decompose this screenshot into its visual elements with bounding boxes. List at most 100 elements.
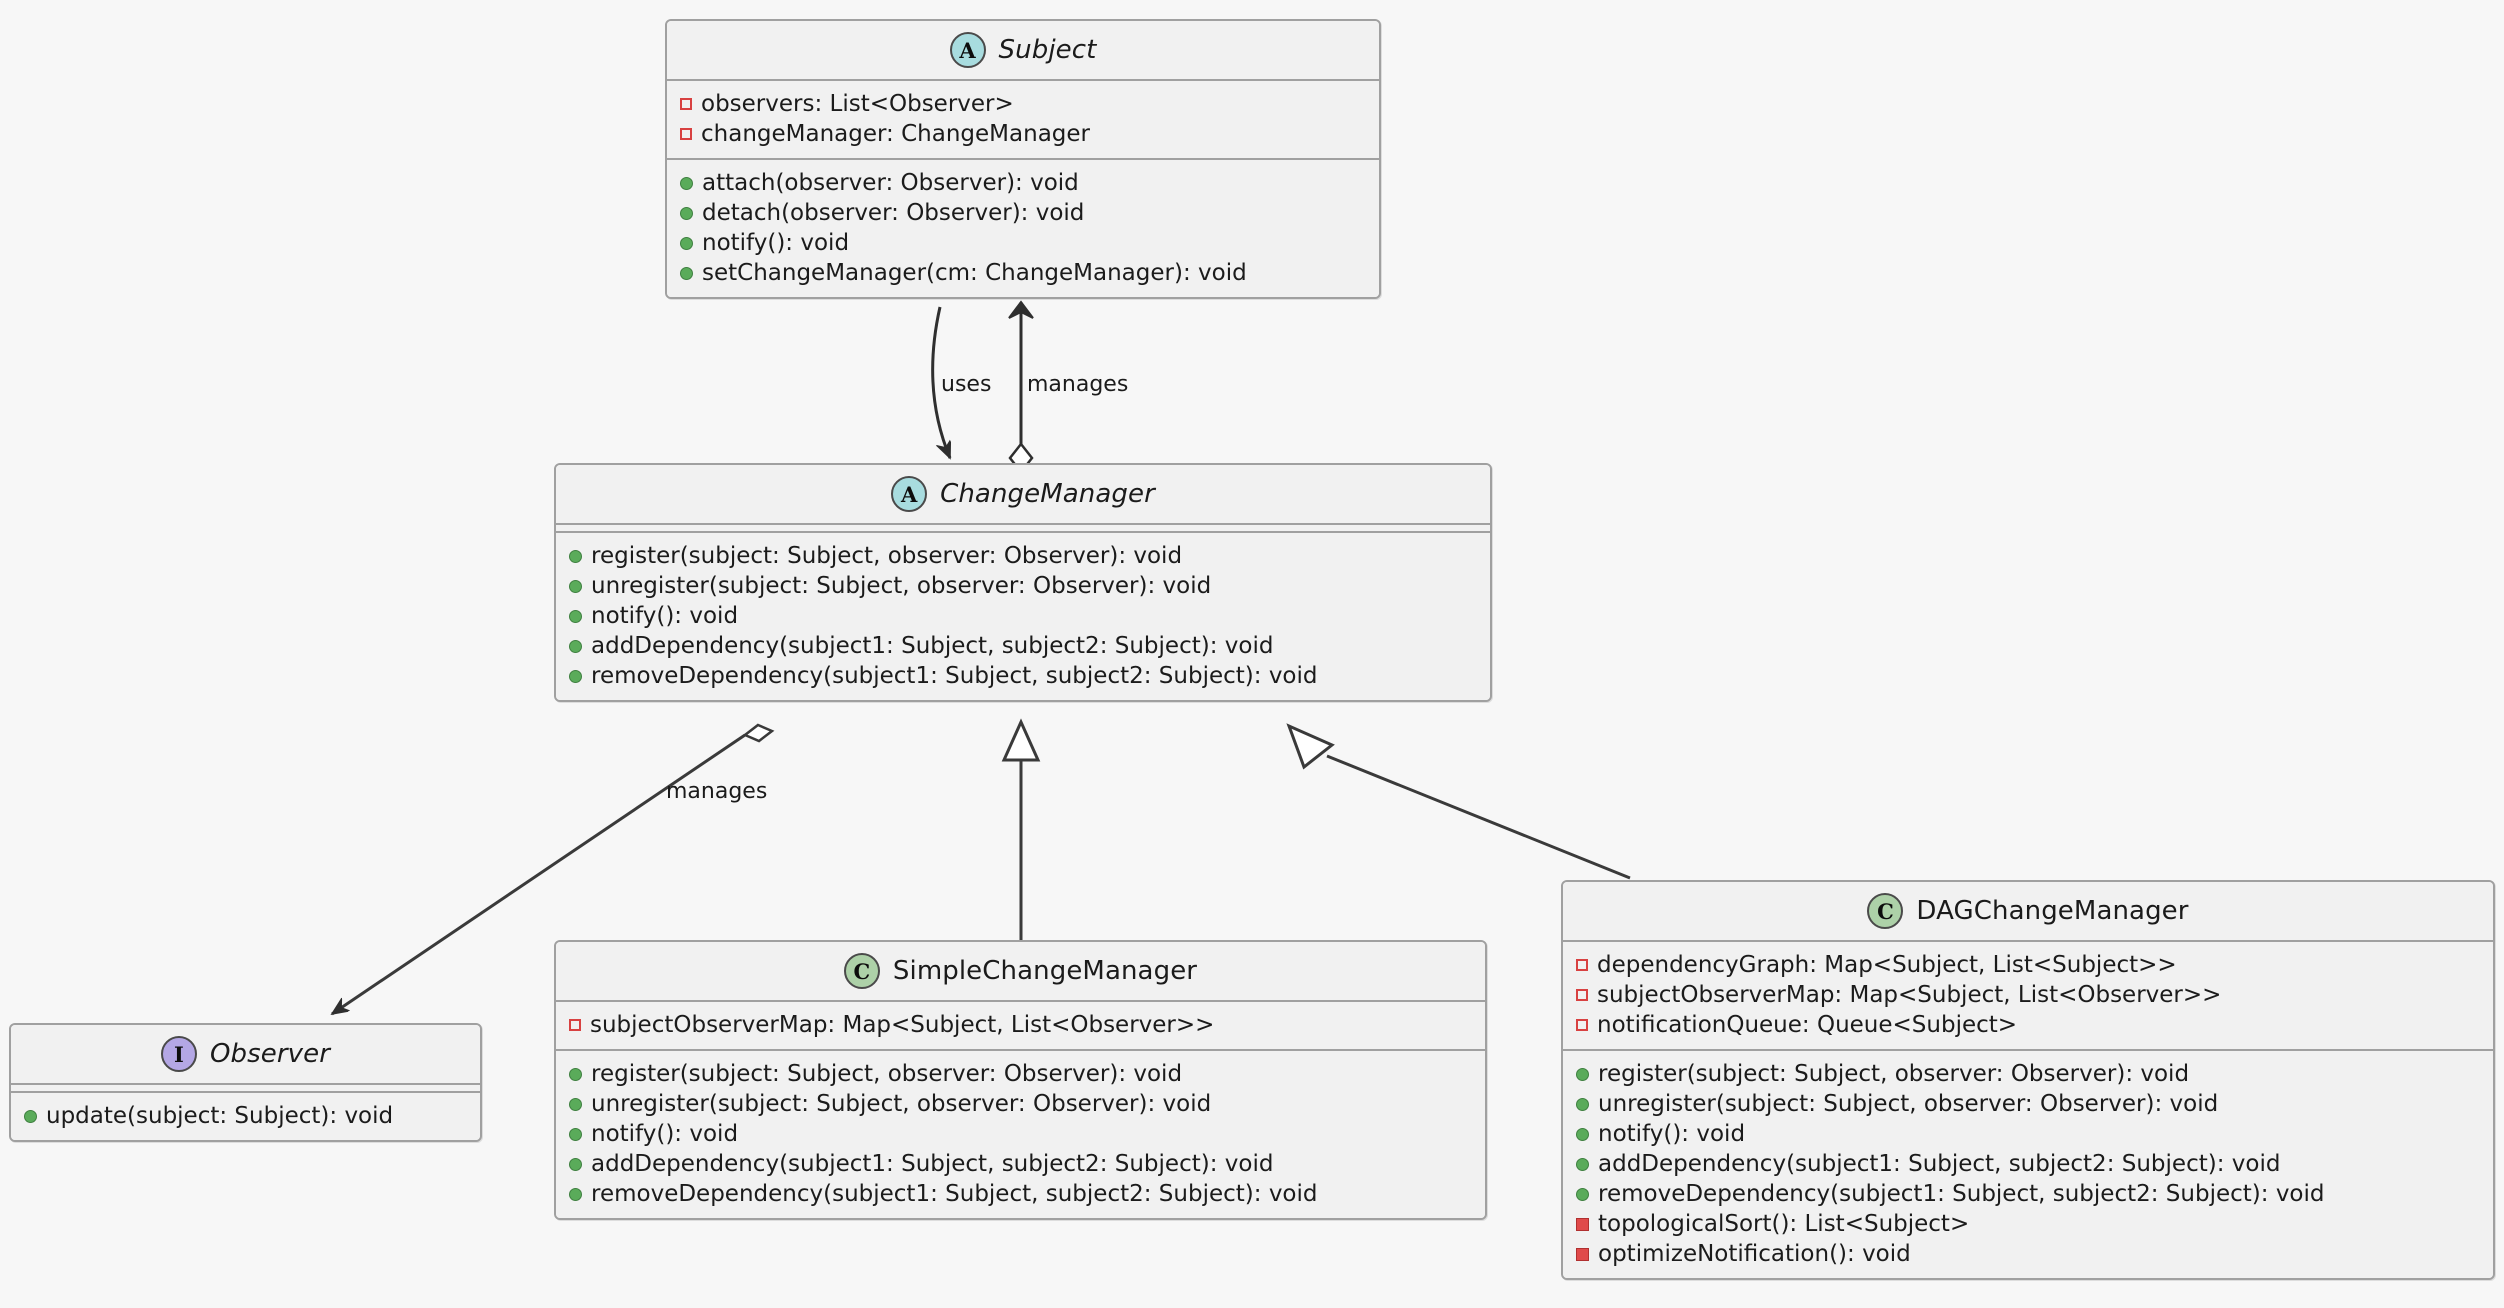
methods-compartment-subject: attach(observer: Observer): void detach(… (667, 158, 1379, 297)
class-header-subject: A Subject (667, 21, 1379, 79)
method-row: removeDependency(subject1: Subject, subj… (556, 661, 1490, 691)
method-row: optimizeNotification(): void (1563, 1239, 2493, 1269)
public-method-icon (24, 1109, 37, 1123)
class-box-change-manager[interactable]: A ChangeManager register(subject: Subjec… (554, 463, 1492, 702)
method-text: removeDependency(subject1: Subject, subj… (591, 663, 1318, 689)
method-text: register(subject: Subject, observer: Obs… (591, 1061, 1183, 1087)
method-text: register(subject: Subject, observer: Obs… (1598, 1061, 2190, 1087)
private-field-icon (1576, 989, 1588, 1001)
method-text: notify(): void (702, 230, 850, 256)
relationship-label-uses: uses (941, 372, 992, 397)
attribute-text: dependencyGraph: Map<Subject, List<Subje… (1597, 952, 2177, 978)
class-name-change-manager: ChangeManager (940, 479, 1155, 509)
methods-compartment-change-manager: register(subject: Subject, observer: Obs… (556, 531, 1490, 700)
method-row: detach(observer: Observer): void (667, 198, 1379, 228)
method-row: register(subject: Subject, observer: Obs… (556, 1059, 1485, 1089)
method-row: attach(observer: Observer): void (667, 168, 1379, 198)
method-text: addDependency(subject1: Subject, subject… (591, 1151, 1274, 1177)
method-text: topologicalSort(): List<Subject> (1598, 1211, 1970, 1237)
method-row: notify(): void (556, 601, 1490, 631)
attribute-text: changeManager: ChangeManager (701, 121, 1090, 147)
interface-stereotype-icon: I (160, 1036, 197, 1072)
class-name-observer: Observer (209, 1039, 331, 1069)
method-text: notify(): void (591, 1121, 739, 1147)
attribute-text: subjectObserverMap: Map<Subject, List<Ob… (590, 1012, 1215, 1038)
relationship-generalization-dag (1286, 723, 1631, 880)
class-box-dag-change-manager[interactable]: C DAGChangeManager dependencyGraph: Map<… (1561, 880, 2495, 1280)
attribute-row: notificationQueue: Queue<Subject> (1563, 1010, 2493, 1040)
public-method-icon (569, 579, 582, 593)
attribute-text: notificationQueue: Queue<Subject> (1597, 1012, 2018, 1038)
methods-compartment-simple-change-manager: register(subject: Subject, observer: Obs… (556, 1049, 1485, 1218)
class-header-change-manager: A ChangeManager (556, 465, 1490, 523)
method-text: setChangeManager(cm: ChangeManager): voi… (702, 260, 1247, 286)
public-method-icon (680, 266, 693, 280)
method-row: unregister(subject: Subject, observer: O… (556, 571, 1490, 601)
private-field-icon (680, 98, 692, 110)
method-text: unregister(subject: Subject, observer: O… (591, 1091, 1212, 1117)
public-method-icon (1576, 1187, 1589, 1201)
method-text: notify(): void (591, 603, 739, 629)
class-name-simple-change-manager: SimpleChangeManager (892, 956, 1198, 986)
public-method-icon (569, 1097, 582, 1111)
class-stereotype-icon: C (1867, 893, 1904, 929)
method-text: optimizeNotification(): void (1598, 1241, 1911, 1267)
public-method-icon (1576, 1157, 1589, 1171)
class-box-subject[interactable]: A Subject observers: List<Observer> chan… (665, 19, 1381, 299)
method-text: update(subject: Subject): void (46, 1103, 394, 1129)
relationship-label-manages-subject: manages (1027, 372, 1129, 397)
method-row: notify(): void (556, 1119, 1485, 1149)
abstract-stereotype-icon: A (949, 32, 986, 68)
method-text: unregister(subject: Subject, observer: O… (1598, 1091, 2219, 1117)
private-field-icon (680, 128, 692, 140)
method-row: setChangeManager(cm: ChangeManager): voi… (667, 258, 1379, 288)
attribute-row: subjectObserverMap: Map<Subject, List<Ob… (1563, 980, 2493, 1010)
attributes-compartment-simple-change-manager: subjectObserverMap: Map<Subject, List<Ob… (556, 1000, 1485, 1049)
public-method-icon (680, 206, 693, 220)
private-method-icon (1576, 1217, 1589, 1231)
attributes-compartment-subject: observers: List<Observer> changeManager:… (667, 79, 1379, 158)
class-box-observer[interactable]: I Observer update(subject: Subject): voi… (9, 1023, 482, 1142)
method-text: removeDependency(subject1: Subject, subj… (591, 1181, 1318, 1207)
method-text: removeDependency(subject1: Subject, subj… (1598, 1181, 2325, 1207)
method-row: removeDependency(subject1: Subject, subj… (1563, 1179, 2493, 1209)
class-name-dag-change-manager: DAGChangeManager (1916, 896, 2189, 926)
attribute-row: changeManager: ChangeManager (667, 119, 1379, 149)
relationship-generalization-simple (1001, 718, 1041, 940)
public-method-icon (680, 236, 693, 250)
method-row: addDependency(subject1: Subject, subject… (556, 631, 1490, 661)
method-row: removeDependency(subject1: Subject, subj… (556, 1179, 1485, 1209)
attribute-row: dependencyGraph: Map<Subject, List<Subje… (1563, 950, 2493, 980)
public-method-icon (569, 1157, 582, 1171)
public-method-icon (569, 1187, 582, 1201)
private-method-icon (1576, 1247, 1589, 1261)
method-row: notify(): void (1563, 1119, 2493, 1149)
public-method-icon (1576, 1067, 1589, 1081)
class-name-subject: Subject (998, 35, 1097, 65)
public-method-icon (1576, 1097, 1589, 1111)
methods-compartment-dag-change-manager: register(subject: Subject, observer: Obs… (1563, 1049, 2493, 1278)
method-row: addDependency(subject1: Subject, subject… (1563, 1149, 2493, 1179)
class-stereotype-icon: C (843, 953, 880, 989)
method-text: notify(): void (1598, 1121, 1746, 1147)
methods-compartment-observer: update(subject: Subject): void (11, 1091, 480, 1140)
public-method-icon (569, 549, 582, 563)
method-row: register(subject: Subject, observer: Obs… (556, 541, 1490, 571)
public-method-icon (569, 669, 582, 683)
method-text: attach(observer: Observer): void (702, 170, 1079, 196)
method-row: addDependency(subject1: Subject, subject… (556, 1149, 1485, 1179)
relationship-label-manages-observer: manages (666, 779, 768, 804)
class-header-dag-change-manager: C DAGChangeManager (1563, 882, 2493, 940)
attributes-compartment-dag-change-manager: dependencyGraph: Map<Subject, List<Subje… (1563, 940, 2493, 1049)
private-field-icon (1576, 959, 1588, 971)
public-method-icon (569, 1067, 582, 1081)
method-text: register(subject: Subject, observer: Obs… (591, 543, 1183, 569)
method-text: addDependency(subject1: Subject, subject… (591, 633, 1274, 659)
private-field-icon (569, 1019, 581, 1031)
class-box-simple-change-manager[interactable]: C SimpleChangeManager subjectObserverMap… (554, 940, 1487, 1220)
class-header-observer: I Observer (11, 1025, 480, 1083)
method-text: detach(observer: Observer): void (702, 200, 1085, 226)
method-text: unregister(subject: Subject, observer: O… (591, 573, 1212, 599)
private-field-icon (1576, 1019, 1588, 1031)
